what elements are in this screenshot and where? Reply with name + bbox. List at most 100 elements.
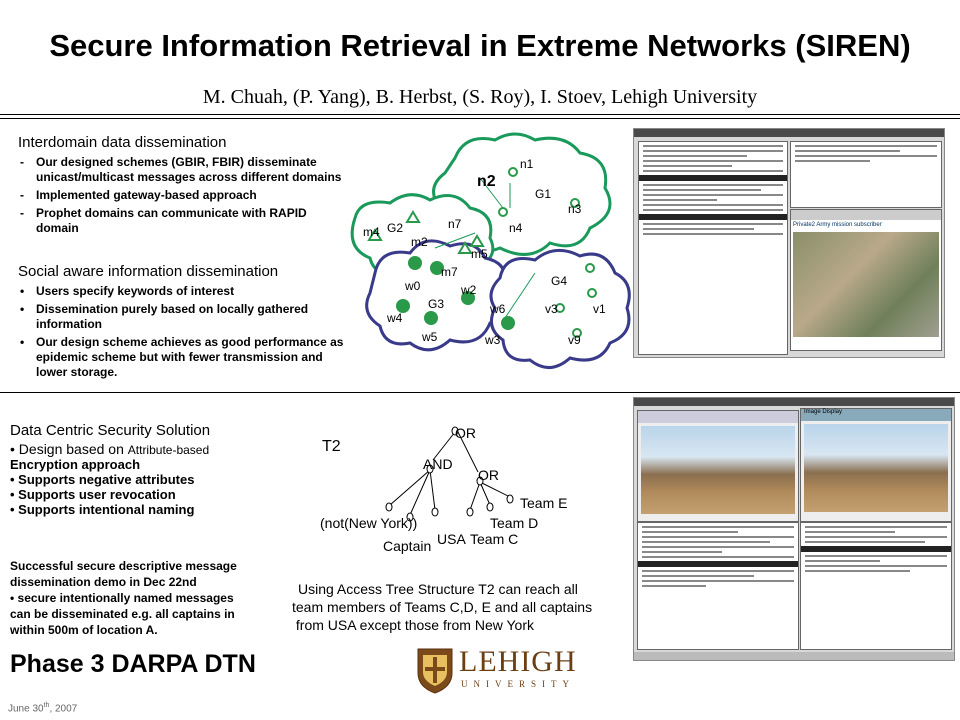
node-m5: [469, 234, 485, 247]
node-n1: [508, 167, 518, 177]
leaf-not-new-york: (not(New York)): [320, 515, 417, 531]
node-labels: n1 n2 G1 n3 n4 n7 m4 G2 m2 m5 m7 w0 G3 w…: [363, 157, 606, 347]
node-g4: [585, 263, 595, 273]
lehigh-logo: LEHIGH UNIVERSITY: [415, 645, 615, 695]
date-footer: June 30th, 2007: [8, 702, 77, 714]
caption-line-3: from USA except those from New York: [292, 617, 534, 633]
leaf-team-d: Team D: [490, 515, 538, 531]
security-section: Data Centric Security Solution • Design …: [10, 422, 310, 517]
link-arrow: [504, 272, 536, 319]
label-m4: m4: [363, 225, 380, 239]
label-v9: v9: [568, 333, 581, 347]
leaf-usa: USA: [437, 531, 466, 547]
list-item: Dissemination purely based on locally ga…: [18, 302, 348, 332]
node-v9: [572, 328, 582, 338]
screenshot-bottom: Image Display: [633, 397, 955, 661]
interdomain-section: Interdomain data dissemination Our desig…: [18, 134, 343, 239]
top-divider: [0, 114, 960, 115]
label-m5: m5: [471, 247, 488, 261]
interdomain-heading: Interdomain data dissemination: [18, 134, 227, 151]
label-g2: G2: [387, 221, 403, 235]
design-prefix: Design based on: [18, 441, 128, 457]
page-title: Secure Information Retrieval in Extreme …: [49, 28, 911, 63]
phase-title: Phase 3 DARPA DTN: [10, 650, 256, 678]
link-arrow: [479, 177, 504, 209]
demo-line-2: dissemination demo in Dec 22nd: [10, 575, 197, 589]
social-list: Users specify keywords of interest Disse…: [18, 284, 348, 380]
label-g1: G1: [535, 187, 551, 201]
tree-caption: Using Access Tree Structure T2 can reach…: [292, 580, 642, 634]
list-item: Our design scheme achieves as good perfo…: [18, 335, 348, 380]
date-sup: th: [43, 702, 50, 709]
label-v1: v1: [593, 302, 606, 316]
logo-sub: UNIVERSITY: [461, 679, 575, 689]
design-line-2: Encryption approach: [10, 457, 141, 472]
browser-caption: Private2 Army mission subscriber: [793, 222, 882, 228]
terminal-window-2: [790, 141, 942, 208]
node-w4: [396, 299, 410, 313]
node-v1: [587, 288, 597, 298]
node-w0: [408, 256, 422, 270]
demo-line-5: within 500m of location A.: [10, 623, 158, 637]
mountain-photo-1: [641, 426, 795, 514]
leaf-team-e: Team E: [520, 495, 567, 511]
caption-line-2: team members of Teams C,D, E and all cap…: [292, 599, 593, 615]
tree-and: AND: [423, 456, 453, 472]
demo-line-1: Successful secure descriptive message: [10, 559, 237, 573]
label-n2: n2: [477, 173, 496, 190]
network-diagram: n1 n2 G1 n3 n4 n7 m4 G2 m2 m5 m7 w0 G3 w…: [350, 132, 631, 369]
node-m7: [457, 241, 473, 254]
node-n4: [498, 207, 508, 217]
node-g2: [405, 210, 421, 223]
list-item: • Supports intentional naming: [10, 502, 195, 517]
logo-name: LEHIGH: [459, 645, 577, 678]
design-line: • Design based on Attribute-based: [10, 441, 210, 457]
aerial-photo: [793, 232, 939, 337]
node-n3: [570, 198, 580, 208]
demo-line-4: can be disseminated e.g. all captains in: [10, 607, 235, 621]
taskbar: [634, 652, 954, 660]
terminal-window-4: [800, 522, 952, 650]
date-main: June 30: [8, 703, 44, 715]
tree-or-2: OR: [478, 467, 499, 483]
node-w3: [501, 316, 515, 330]
image-window-2: Image Display: [800, 408, 952, 522]
design-suffix: Attribute-based: [127, 443, 210, 457]
terminal-window: [638, 141, 788, 355]
image-window-1: [637, 410, 799, 522]
middle-divider: [0, 392, 960, 393]
screenshot-top: Private2 Army mission subscriber: [633, 128, 945, 358]
label-m7: m7: [441, 265, 458, 279]
demo-bullet-text: secure intentionally named messages: [17, 591, 234, 605]
list-item: Prophet domains can communicate with RAP…: [18, 206, 343, 236]
terminal-window-3: [637, 522, 799, 650]
mountain-photo-2: [804, 424, 948, 512]
social-heading: Social aware information dissemination: [18, 263, 279, 280]
label-w4: w4: [386, 311, 403, 325]
demo-section: Successful secure descriptive message di…: [10, 558, 300, 638]
demo-bullet: • secure intentionally named messages: [10, 591, 234, 605]
top-divider-2: [0, 118, 960, 119]
tree-name: T2: [322, 438, 341, 455]
label-n3: n3: [568, 202, 582, 216]
date-year: , 2007: [49, 703, 78, 715]
label-n1: n1: [520, 157, 534, 171]
label-g3: G3: [428, 297, 444, 311]
label-w3: w3: [484, 333, 501, 347]
label-v3: v3: [545, 302, 558, 316]
node-v3: [555, 303, 565, 313]
node-g3: [430, 261, 444, 275]
list-item: Our designed schemes (GBIR, FBIR) dissem…: [18, 155, 343, 185]
leaf-team-c: Team C: [470, 531, 518, 547]
list-item-text: Supports negative attributes: [18, 472, 195, 487]
label-m2: m2: [411, 235, 428, 249]
leaf-captain: Captain: [383, 538, 431, 554]
access-tree: T2 OR AND OR (not(New York)) Captain USA…: [320, 425, 567, 554]
list-item: Implemented gateway-based approach: [18, 188, 343, 203]
list-item: • Supports user revocation: [10, 487, 176, 502]
social-section: Social aware information dissemination U…: [18, 263, 348, 383]
node-m4: [367, 228, 383, 241]
browser-window: Private2 Army mission subscriber: [790, 209, 942, 351]
image-window-title: Image Display: [801, 409, 951, 421]
node-w2: [461, 291, 475, 305]
